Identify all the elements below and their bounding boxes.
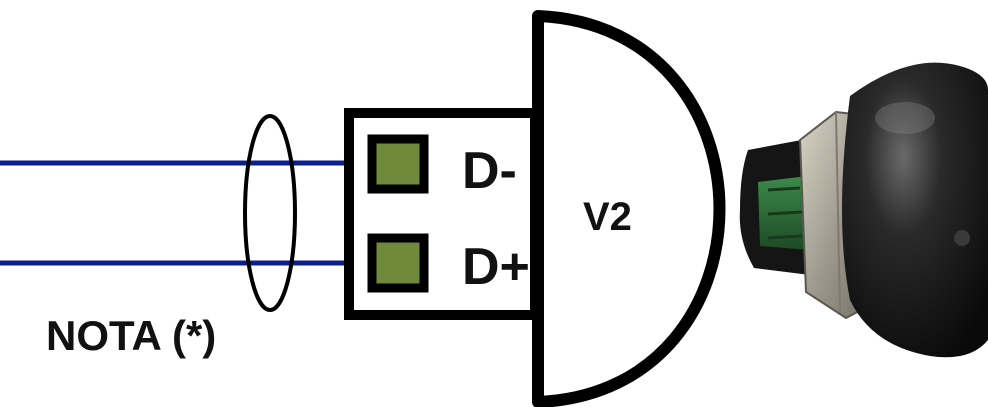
terminal-d-plus (367, 233, 429, 293)
note-label: NOTA (*) (46, 312, 216, 359)
device-dome-outline (532, 10, 726, 407)
terminal-d-minus (367, 134, 429, 194)
cable-bundle-ellipse (243, 114, 297, 312)
device-label: V2 (583, 195, 632, 239)
terminal-label-d-minus: D- (462, 142, 517, 200)
device-photo-icon (739, 62, 988, 358)
terminal-label-d-plus: D+ (462, 238, 530, 296)
